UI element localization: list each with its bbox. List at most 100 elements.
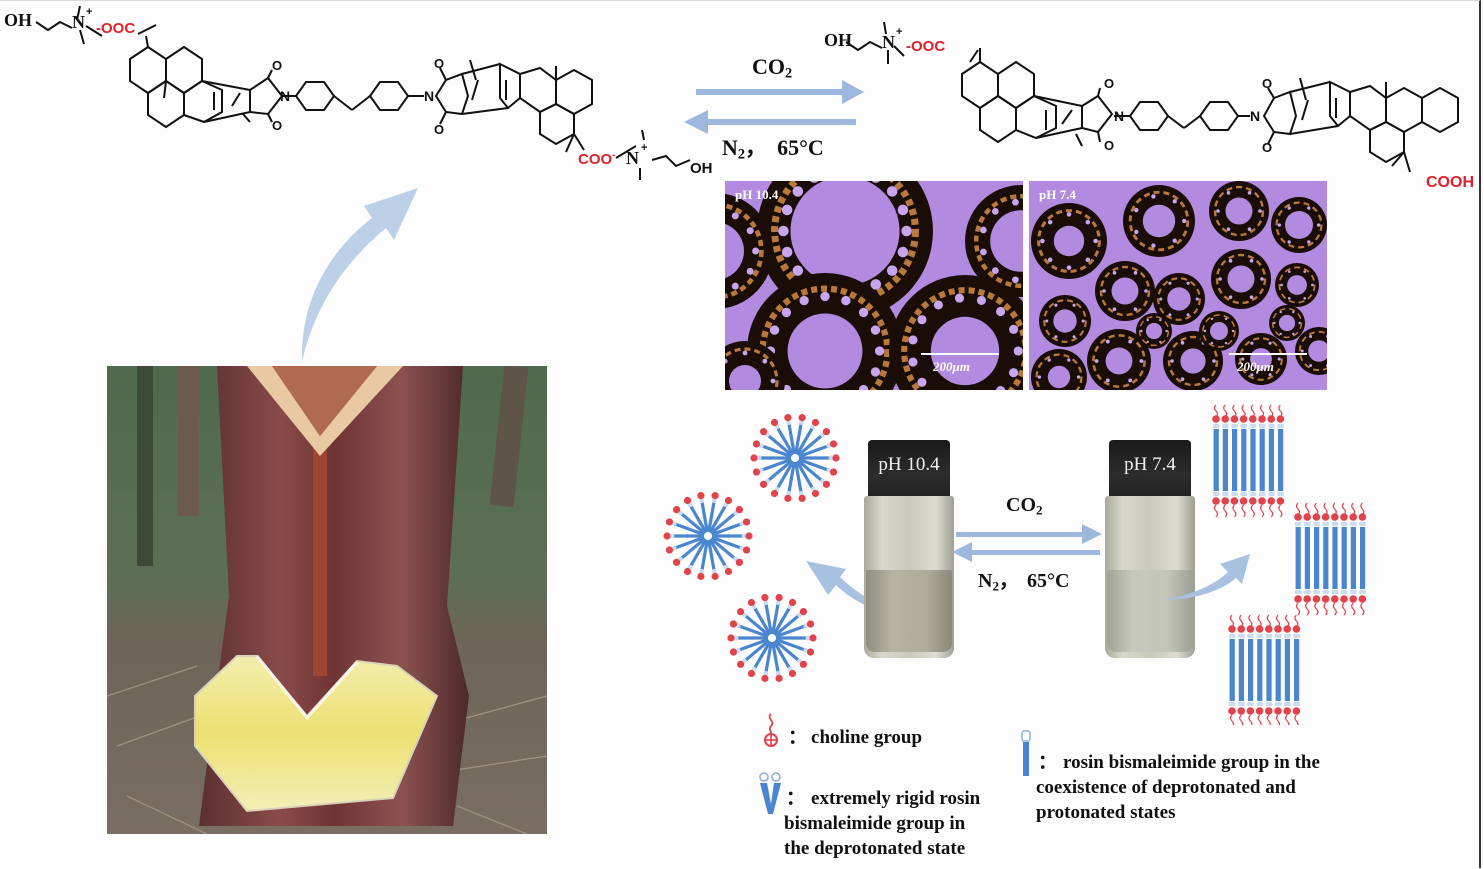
choline-tail-top bbox=[1275, 614, 1281, 628]
choline-tail-top bbox=[1239, 614, 1244, 628]
linker-bottom bbox=[1240, 492, 1247, 496]
surfactant-tail bbox=[794, 461, 803, 492]
choline-head-bottom bbox=[1312, 595, 1321, 603]
emulsion-droplets-large bbox=[725, 181, 1023, 390]
emulsion-droplet bbox=[1211, 249, 1271, 309]
linker-top bbox=[1359, 522, 1366, 526]
linker-bottom bbox=[1231, 492, 1238, 496]
choline-head bbox=[711, 492, 719, 500]
choline-head-bottom bbox=[1212, 497, 1220, 505]
nplus-label-right: + bbox=[641, 142, 648, 154]
vial-liquid bbox=[1107, 570, 1193, 652]
surfactant-tail bbox=[774, 639, 800, 662]
surfactant-linker bbox=[786, 491, 792, 496]
surfactant-tail bbox=[764, 604, 773, 635]
linker-bottom bbox=[1229, 702, 1236, 706]
nplus-label-left: + bbox=[896, 26, 903, 38]
imide-n-right: N bbox=[424, 88, 435, 104]
legend-choline-group: ：choline group bbox=[788, 725, 922, 750]
emulsion-droplet bbox=[1153, 273, 1205, 325]
linker-bottom bbox=[1238, 702, 1245, 706]
emulsion-droplet bbox=[725, 341, 785, 390]
vial-cap: pH 7.4 bbox=[1109, 440, 1191, 498]
choline-head-top bbox=[1276, 415, 1285, 423]
legend-text-line: the deprotonated state bbox=[784, 838, 966, 859]
choline-tail-top bbox=[1250, 404, 1255, 418]
imide-o4: O bbox=[1262, 140, 1273, 155]
molecule-left-skeleton bbox=[35, 5, 691, 180]
linker-bottom bbox=[1265, 702, 1273, 706]
emulsion-droplets-small bbox=[1031, 181, 1327, 390]
choline-head bbox=[665, 546, 674, 554]
carboxylic-acid-label: COOH bbox=[1426, 174, 1474, 191]
imide-o-bottom-right: O bbox=[434, 122, 445, 137]
legend-separator: ： bbox=[1038, 752, 1058, 773]
rosin-rod bbox=[1248, 639, 1254, 701]
micrograph-ph-7-4: pH 7.4 200μm bbox=[1029, 181, 1327, 390]
choline-head bbox=[665, 518, 674, 526]
linker-bottom bbox=[1331, 590, 1339, 594]
choline-head-top bbox=[1258, 415, 1266, 423]
choline-head-top bbox=[1239, 415, 1248, 423]
choline-tail-bottom bbox=[1229, 714, 1235, 725]
emulsion-droplet bbox=[1087, 329, 1151, 390]
vial-ph-10-4: pH 10.4 bbox=[864, 440, 954, 658]
carboxylate-label-right: COO- bbox=[578, 150, 616, 168]
vial-body bbox=[1105, 496, 1195, 658]
vial-body bbox=[864, 496, 954, 658]
surfactant-linker bbox=[798, 491, 804, 496]
choline-head bbox=[724, 496, 733, 505]
rosin-rod-icon bbox=[1021, 730, 1031, 776]
surfactant-linker bbox=[711, 498, 717, 503]
choline-head bbox=[788, 598, 797, 607]
legend-separator: ： bbox=[786, 788, 806, 809]
choline-tail-top bbox=[1213, 404, 1219, 418]
choline-head-bottom bbox=[1321, 595, 1330, 603]
surfactant-tail bbox=[776, 460, 795, 489]
surfactant-tail bbox=[711, 535, 741, 550]
surfactant-tail bbox=[762, 457, 792, 472]
choline-head bbox=[745, 532, 753, 540]
scale-unit: μm bbox=[952, 359, 970, 374]
surfactant-linker bbox=[756, 455, 762, 461]
legend-text-line: bismaleimide group in bbox=[784, 813, 966, 834]
choline-head bbox=[759, 428, 768, 436]
choline-tail-bottom bbox=[1360, 602, 1365, 616]
bilayer-stack bbox=[1294, 502, 1367, 616]
linker-top bbox=[1247, 634, 1254, 638]
coo-charge: - bbox=[612, 150, 616, 161]
choline-head bbox=[809, 634, 817, 642]
co2-subscript: 2 bbox=[1036, 502, 1043, 518]
linker-top bbox=[1249, 424, 1257, 428]
choline-head bbox=[806, 648, 815, 656]
choline-tail-bottom bbox=[1294, 714, 1299, 725]
linker-bottom bbox=[1284, 702, 1291, 706]
linker-top bbox=[1293, 634, 1300, 638]
rosin-rod bbox=[1250, 429, 1256, 491]
choline-head-top bbox=[1267, 415, 1275, 423]
bilayer-stack bbox=[1228, 614, 1301, 725]
choline-group-icon bbox=[764, 713, 778, 747]
rosin-rod bbox=[1268, 429, 1274, 491]
surfactant-tail bbox=[689, 505, 708, 534]
surfactant-tail bbox=[771, 604, 780, 635]
micelle bbox=[750, 414, 840, 502]
carboxylate-label-left: -OOC bbox=[96, 20, 136, 37]
emulsion-droplet bbox=[1275, 263, 1319, 307]
linker-bottom bbox=[1359, 590, 1366, 594]
choline-tail-top bbox=[1351, 502, 1356, 516]
choline-tail-bottom bbox=[1232, 504, 1237, 518]
temperature-text: 65°C bbox=[777, 135, 824, 160]
surfactant-linker bbox=[669, 533, 675, 539]
choline-tail-bottom bbox=[1351, 602, 1356, 616]
linker-bottom bbox=[1293, 702, 1300, 706]
linker-top bbox=[1240, 424, 1247, 428]
choline-head bbox=[724, 567, 733, 576]
choline-tail-bottom bbox=[1323, 602, 1328, 616]
choline-tail-bottom bbox=[1275, 714, 1281, 725]
choline-head-bottom bbox=[1237, 707, 1245, 715]
choline-head-bottom bbox=[1258, 497, 1266, 505]
choline-head bbox=[798, 414, 806, 422]
choline-head bbox=[799, 608, 808, 616]
co-text: CO bbox=[1006, 494, 1036, 516]
